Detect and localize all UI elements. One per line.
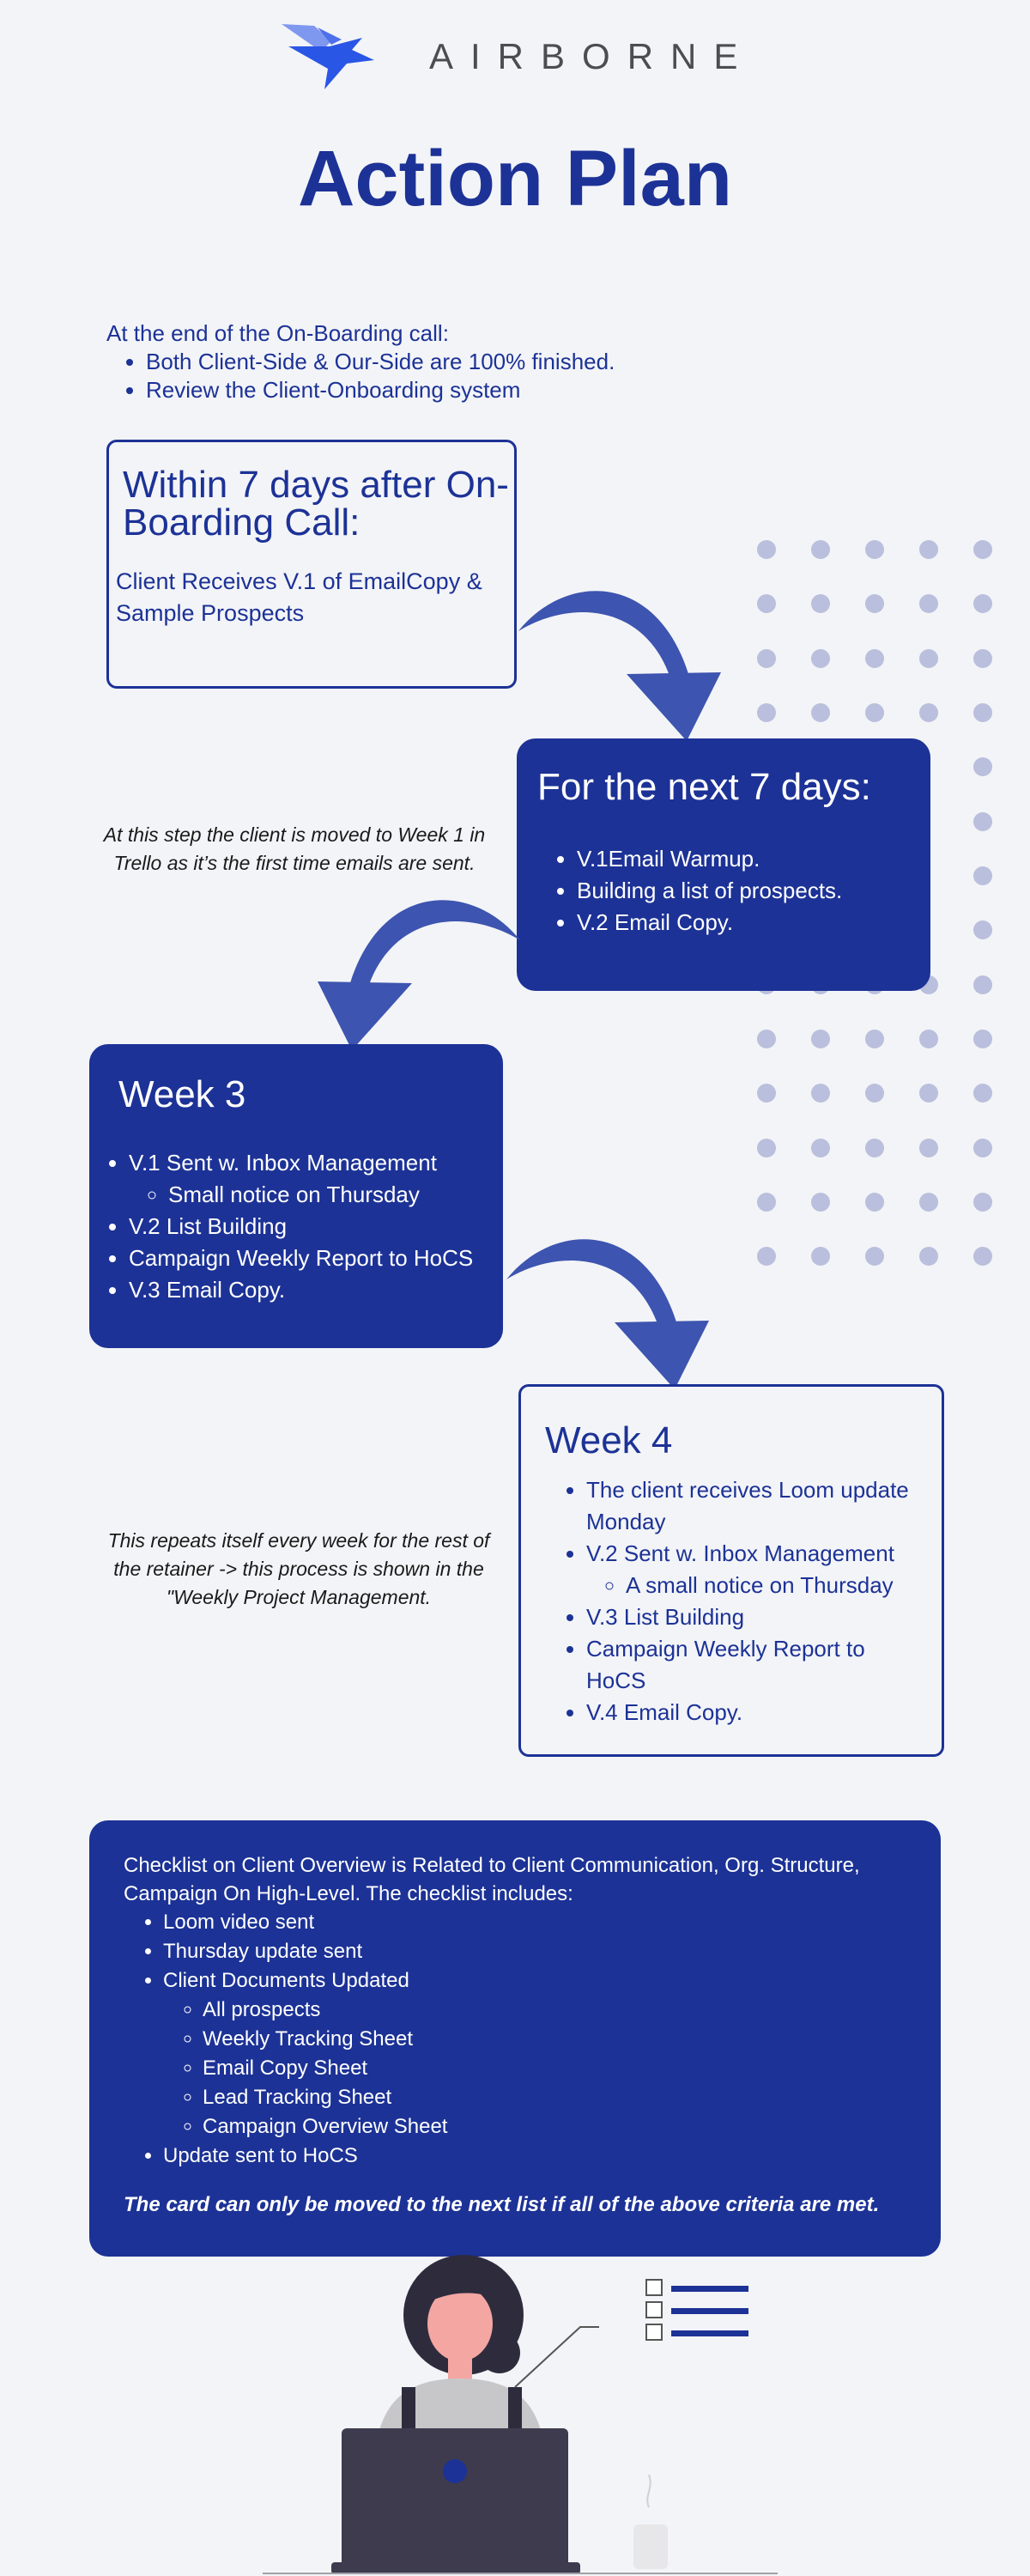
card-body: Client Receives V.1 of EmailCopy & Sampl… [116,568,482,626]
card-heading: Within 7 days after On-Boarding Call: [123,464,509,544]
card-heading: Week 4 [545,1419,673,1461]
page-title: Action Plan [297,135,733,222]
sub-list-item: Lead Tracking Sheet [203,2083,447,2112]
list-item-text: V.1 Sent w. Inbox Management [129,1150,437,1176]
intro-section: At the end of the On-Boarding call: Both… [106,319,759,404]
list-item: Campaign Weekly Report to HoCS [586,1633,930,1697]
card-list: V.1Email Warmup. Building a list of pros… [537,843,842,939]
card-list: V.1 Sent w. Inbox Management Small notic… [89,1147,473,1306]
checklist-icon [645,2279,748,2346]
list-item: V.2 Email Copy. [577,907,842,939]
step-next-7-days-card: For the next 7 days: V.1Email Warmup. Bu… [517,738,930,991]
list-item: Thursday update sent [163,1937,447,1966]
sub-list-item: All prospects [203,1996,447,2025]
bird-logo-icon [282,24,374,89]
list-item: Campaign Weekly Report to HoCS [129,1242,473,1274]
step-week-3-card: Week 3 V.1 Sent w. Inbox Management Smal… [89,1044,503,1348]
brand-name: AIRBORNE [429,36,755,76]
sub-list: A small notice on Thursday [586,1570,930,1601]
checklist-list: Loom video sent Thursday update sent Cli… [124,1908,447,2171]
sub-list-item: Weekly Tracking Sheet [203,2025,447,2054]
list-item: Client Documents Updated All prospects W… [163,1966,447,2142]
sub-list-item: A small notice on Thursday [626,1570,930,1601]
curved-arrow-icon [506,1239,709,1389]
list-item: Review the Client-Onboarding system [146,376,759,404]
list-item: V.1 Sent w. Inbox Management Small notic… [129,1147,473,1211]
card-list: The client receives Loom update Monday V… [547,1474,930,1728]
checklist-criteria-note: The card can only be moved to the next l… [124,2193,880,2216]
step-within-7-days-card: Within 7 days after On-Boarding Call: Cl… [106,440,517,689]
list-item: Update sent to HoCS [163,2142,447,2171]
checklist-card: Checklist on Client Overview is Related … [89,1820,941,2257]
intro-list: Both Client-Side & Our-Side are 100% fin… [106,348,759,404]
list-item: Loom video sent [163,1908,447,1937]
list-item-text: V.2 Sent w. Inbox Management [586,1540,894,1566]
list-item: Building a list of prospects. [577,875,842,907]
card-heading: For the next 7 days: [537,766,871,808]
sub-list-item: Campaign Overview Sheet [203,2112,447,2142]
list-item: Both Client-Side & Our-Side are 100% fin… [146,348,759,376]
list-item: V.1Email Warmup. [577,843,842,875]
curved-arrow-icon [518,591,721,741]
sub-list: Small notice on Thursday [129,1179,473,1211]
sub-list-item: Small notice on Thursday [168,1179,473,1211]
intro-heading: At the end of the On-Boarding call: [106,320,449,346]
trello-note: At this step the client is moved to Week… [103,823,486,874]
list-item: V.4 Email Copy. [586,1697,930,1728]
list-item: V.2 Sent w. Inbox Management A small not… [586,1538,930,1601]
list-item: V.2 List Building [129,1211,473,1242]
sub-list-item: Email Copy Sheet [203,2054,447,2083]
step-week-4-card: Week 4 The client receives Loom update M… [518,1384,944,1757]
list-item-text: Client Documents Updated [163,1969,409,1992]
card-heading: Week 3 [118,1073,246,1115]
list-item: V.3 List Building [586,1601,930,1633]
list-item: The client receives Loom update Monday [586,1474,930,1538]
list-item: V.3 Email Copy. [129,1274,473,1306]
retainer-note: This repeats itself every week for the r… [107,1529,490,1608]
woman-at-laptop-illustration [263,2255,778,2574]
checklist-intro: Checklist on Client Overview is Related … [124,1854,860,1905]
curved-arrow-icon [318,900,520,1050]
sub-list: All prospects Weekly Tracking Sheet Emai… [163,1996,447,2142]
